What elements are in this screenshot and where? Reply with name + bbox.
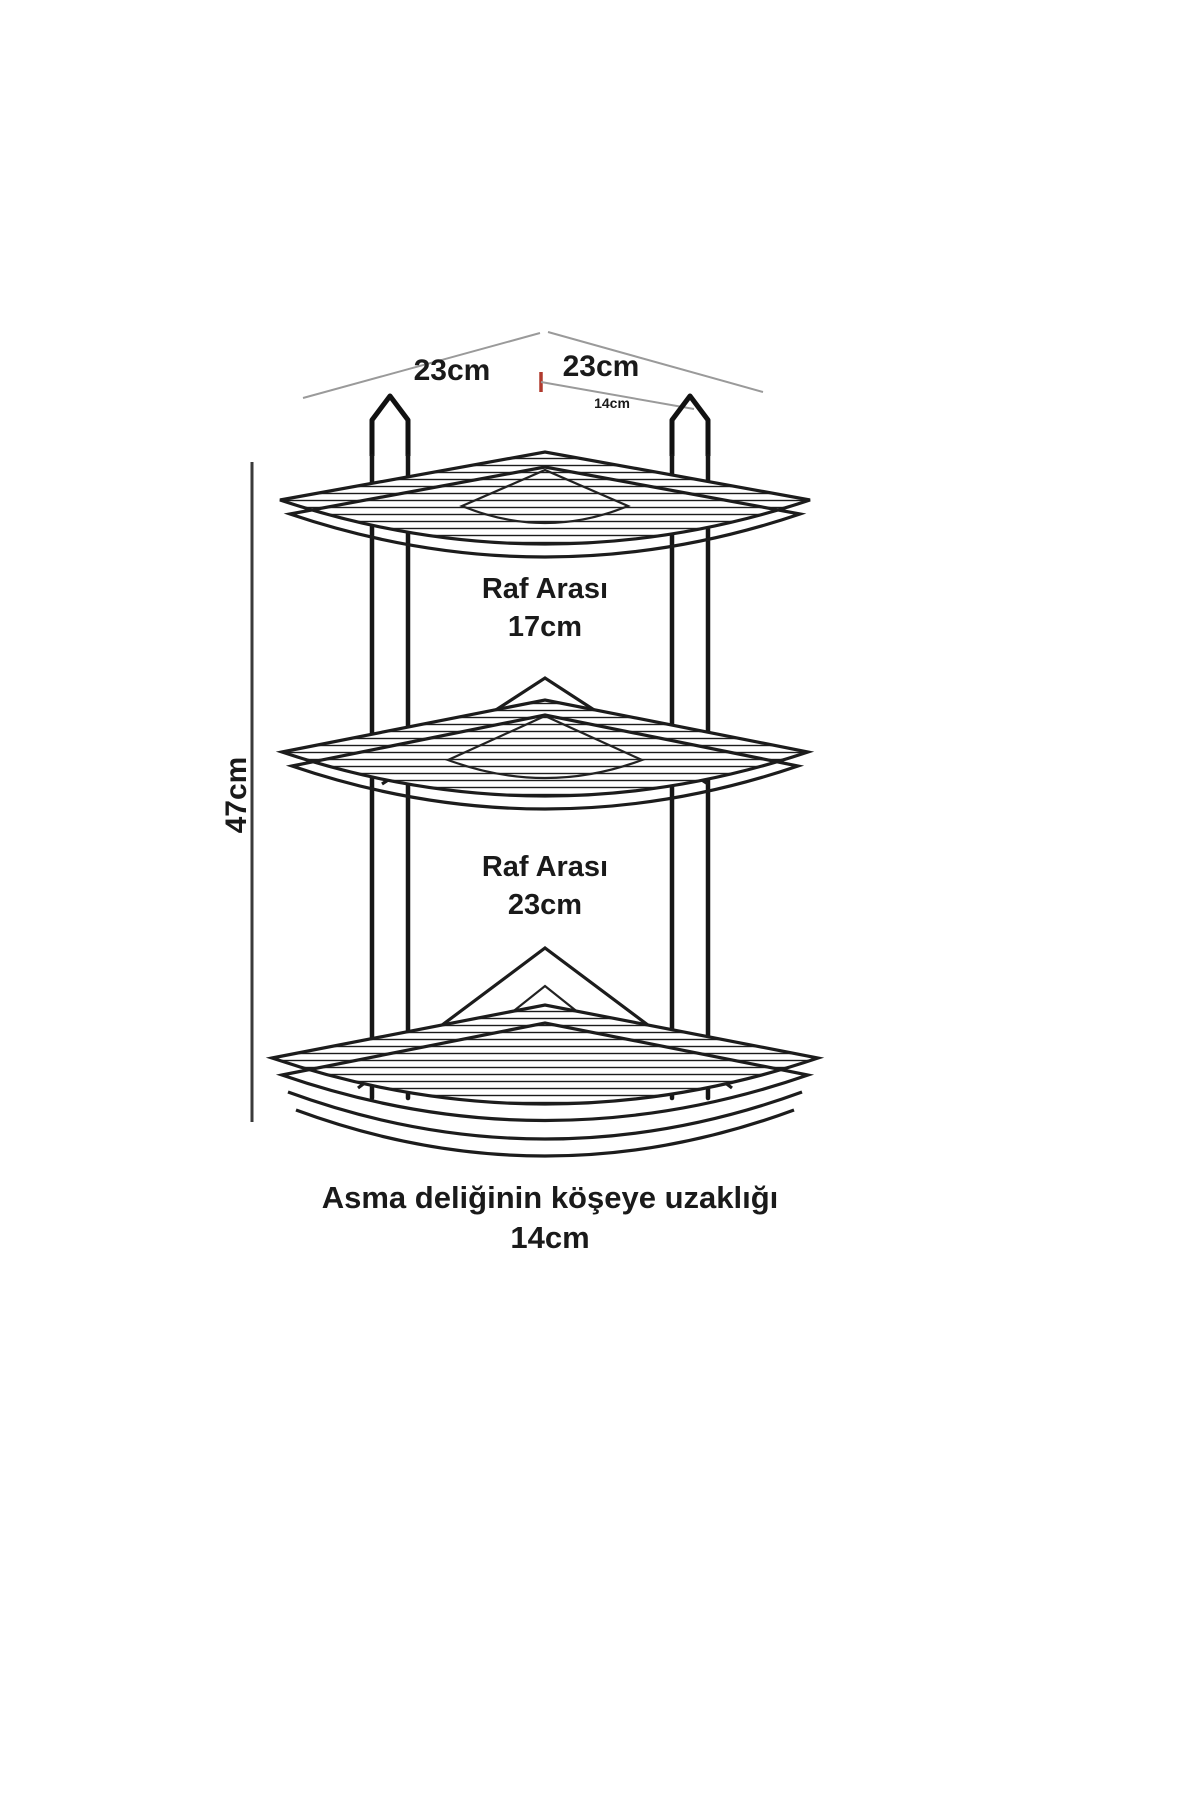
hole-offset-small-label: 14cm <box>594 395 630 411</box>
spacing-1-label: Raf Arası <box>482 573 608 605</box>
height-dimension-label: 47cm <box>220 757 253 834</box>
top-dimension-right-label: 23cm <box>563 350 640 383</box>
caption-line-1: Asma deliğinin köşeye uzaklığı <box>322 1180 779 1215</box>
shelf-tier-2 <box>275 676 815 811</box>
height-dimension: 47cm <box>220 462 254 1122</box>
spacing-2-label: Raf Arası <box>482 851 608 883</box>
caption-line-2: 14cm <box>510 1220 589 1255</box>
spacing-2-value: 23cm <box>508 889 582 921</box>
hook-right-icon <box>669 393 711 456</box>
spacing-1-value: 17cm <box>508 611 582 643</box>
wall-guide-lines <box>302 331 764 399</box>
shelf-tier-3 <box>265 946 825 1158</box>
shelf-tier-1 <box>279 450 811 559</box>
hole-offset-dimension: 14cm <box>539 372 695 411</box>
top-dimension-left-label: 23cm <box>414 354 491 387</box>
hook-left-icon <box>369 393 411 456</box>
